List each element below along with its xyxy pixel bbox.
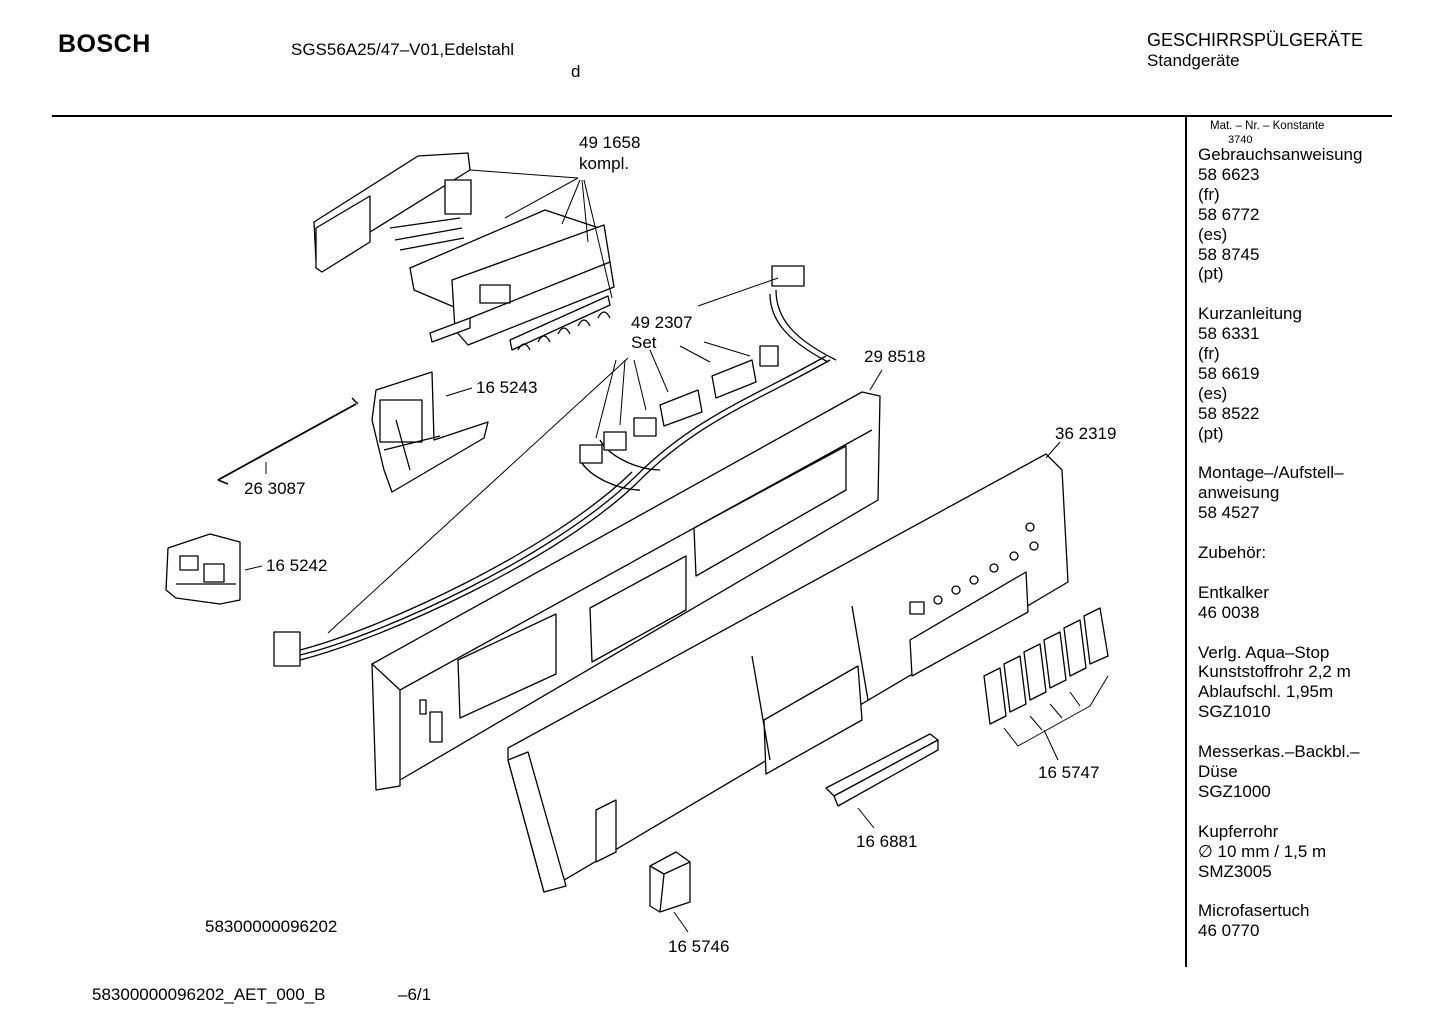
accessory-list-item: (es)	[1198, 224, 1228, 244]
part-label-298518: 29 8518	[864, 347, 926, 366]
language-code: d	[571, 62, 581, 81]
part-label-492307-sub: Set	[631, 333, 657, 352]
front-panel-drawing	[507, 453, 1069, 893]
accessory-list-item: (pt)	[1198, 423, 1224, 443]
part-label-165243: 16 5243	[476, 378, 538, 397]
accessory-list-item: anweisung	[1198, 483, 1280, 503]
accessory-list-item: Zubehör:	[1198, 543, 1267, 563]
bracket-drawing	[371, 371, 489, 493]
accessory-list-item: 58 6623	[1198, 164, 1260, 184]
accessory-list-item: (pt)	[1198, 264, 1224, 284]
part-label-165242: 16 5242	[266, 556, 328, 575]
matnr-label: Mat. – Nr. – Konstante	[1210, 120, 1325, 132]
part-label-263087: 26 3087	[244, 479, 306, 498]
accessory-list-item: 58 8522	[1198, 403, 1260, 423]
accessory-list-item: Düse	[1198, 762, 1238, 781]
part-label-491658-sub: kompl.	[579, 154, 630, 173]
part-label-165747: 16 5747	[1038, 763, 1100, 782]
switch-drawing	[165, 533, 241, 605]
part-label-491658: 49 1658	[579, 133, 641, 152]
handle-drawing	[825, 733, 939, 807]
block-drawing	[649, 851, 691, 913]
part-label-165746: 16 5746	[668, 937, 730, 956]
accessory-list-item: Ablaufschl. 1,95m	[1198, 682, 1334, 702]
footer-page: –6/1	[398, 985, 432, 1004]
category-title: GESCHIRRSPÜLGERÄTE	[1147, 30, 1364, 50]
accessory-list-item: Entkalker	[1198, 582, 1269, 602]
accessory-list-item: 46 0770	[1198, 921, 1260, 941]
subcategory-title: Standgeräte	[1147, 51, 1240, 70]
brand-logo: BOSCH	[58, 30, 151, 58]
accessory-list-item: Gebrauchsanweisung	[1198, 145, 1363, 164]
accessory-list-item: (es)	[1198, 383, 1228, 403]
accessory-list-item: ∅ 10 mm / 1,5 m	[1198, 841, 1327, 861]
accessory-list-item: Verlg. Aqua–Stop	[1198, 642, 1330, 662]
accessory-list-item: Montage–/Aufstell–	[1198, 463, 1344, 483]
accessory-list-item: 58 6331	[1198, 324, 1260, 344]
accessory-list-item: (fr)	[1198, 184, 1220, 204]
accessory-list-item: SMZ3005	[1198, 861, 1272, 881]
document-number: 58300000096202	[205, 917, 338, 936]
accessory-list-item: 46 0038	[1198, 602, 1260, 622]
part-label-492307: 49 2307	[631, 313, 693, 332]
part-label-166881: 16 6881	[856, 832, 918, 851]
footer-file-id: 58300000096202_AET_000_B	[92, 985, 326, 1004]
accessory-list-item: 58 6772	[1198, 204, 1260, 224]
accessory-list-item: Microfasertuch	[1198, 901, 1310, 921]
accessory-list-item: SGZ1000	[1198, 781, 1271, 801]
accessory-list-item: Kunststoffrohr 2,2 m	[1198, 662, 1351, 682]
header-divider	[52, 115, 1392, 117]
panel-frame-drawing	[371, 391, 881, 791]
wiring-harness-drawing	[273, 265, 837, 667]
control-module-drawing	[313, 152, 615, 351]
accessory-list-item: 58 8745	[1198, 244, 1260, 264]
accessory-list-item: Kurzanleitung	[1198, 304, 1302, 324]
accessory-list-item: Messerkas.–Backbl.–	[1198, 742, 1360, 762]
accessory-list-item: Kupferrohr	[1198, 821, 1279, 841]
accessory-list-item: SGZ1010	[1198, 702, 1271, 722]
part-label-362319: 36 2319	[1055, 424, 1117, 443]
buttons-drawing	[983, 607, 1109, 725]
accessory-list-item: 58 6619	[1198, 363, 1260, 383]
sidebar-divider	[1185, 117, 1187, 967]
accessory-list-item: (fr)	[1198, 344, 1220, 364]
model-number: SGS56A25/47–V01,Edelstahl	[291, 40, 515, 59]
konstante-value: 3740	[1228, 134, 1253, 146]
accessory-list-item: 58 4527	[1198, 503, 1260, 523]
